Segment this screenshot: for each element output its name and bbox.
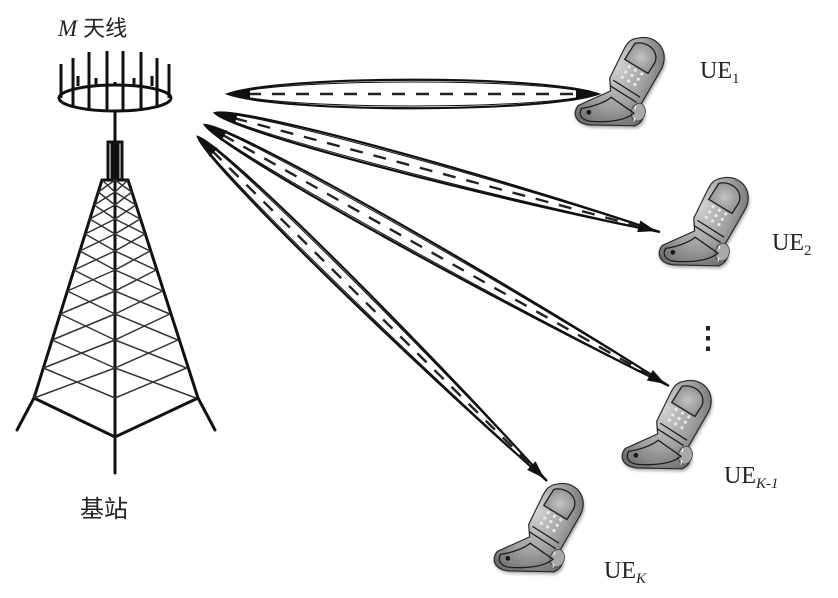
lattice-brace — [43, 339, 116, 369]
lattice-brace — [101, 179, 116, 193]
lattice-brace — [84, 218, 116, 235]
lattice-brace — [67, 269, 116, 292]
lattice-brace — [93, 204, 116, 220]
lattice-brace — [114, 179, 133, 193]
lattice-brace — [114, 367, 197, 399]
lattice-brace — [33, 367, 116, 399]
arrowhead-icon — [208, 126, 228, 142]
ue-label-subscript: 1 — [732, 71, 740, 87]
lattice-brace — [114, 191, 133, 206]
lattice-brace — [114, 204, 141, 220]
beam-lobe-inner — [216, 112, 657, 232]
lattice-brace — [59, 313, 116, 341]
arrowhead-icon — [637, 220, 657, 233]
ue-label-subscript: K-1 — [755, 476, 779, 492]
arrowhead-icon — [646, 369, 666, 385]
ue-k: UEK — [492, 471, 647, 587]
antenna-label-text: 天线 — [83, 17, 127, 42]
ue-label-main: UE — [700, 58, 732, 84]
lattice-brace — [89, 204, 116, 220]
tower-lattice — [33, 179, 197, 399]
ue-2: UE2 — [657, 165, 812, 281]
beam-4 — [196, 135, 548, 482]
beam-lobe — [212, 111, 661, 234]
arrowhead-icon — [576, 88, 594, 100]
base-station-tower-icon — [15, 51, 217, 475]
lattice-brace — [114, 269, 157, 292]
lattice-brace — [114, 250, 151, 271]
lattice-brace — [114, 290, 163, 315]
lattice-brace — [79, 250, 116, 271]
lattice-brace — [51, 339, 116, 369]
beam-lobe — [224, 78, 602, 110]
lattice-brace — [114, 313, 171, 341]
lattice-brace — [59, 290, 116, 315]
antenna-count-variable: M — [57, 16, 79, 41]
lattice-brace — [114, 233, 151, 252]
lattice-brace — [84, 233, 116, 252]
ue-label-subscript: K — [635, 571, 647, 587]
ue-k-minus-1-label: UEK-1 — [724, 463, 779, 492]
beam-3 — [202, 123, 670, 387]
base-station-label: 基站 — [80, 495, 128, 523]
lattice-brace — [114, 250, 157, 271]
beams — [196, 78, 670, 482]
phone-icon — [657, 165, 755, 281]
ue-1: UE1 — [573, 25, 740, 141]
beam-2 — [212, 111, 661, 234]
ue-2-label: UE2 — [772, 230, 812, 259]
beam-dashed-line — [221, 133, 653, 378]
lattice-brace — [114, 179, 129, 193]
lattice-brace — [51, 313, 116, 341]
lattice-brace — [97, 179, 116, 193]
lattice-brace — [114, 218, 141, 235]
lattice-brace — [114, 191, 137, 206]
ellipsis-icon: ⋮ — [693, 322, 723, 355]
lattice-brace — [89, 218, 116, 235]
lattice-brace — [114, 367, 187, 399]
lattice-brace — [114, 339, 187, 369]
ue-label-main: UE — [724, 463, 756, 489]
lattice-brace — [114, 313, 179, 341]
lattice-brace — [114, 290, 171, 315]
ue-label-main: UE — [604, 558, 636, 584]
lattice-brace — [114, 218, 146, 235]
ue-k-label: UEK — [604, 558, 647, 587]
lattice-brace — [114, 269, 163, 292]
arrowhead-icon — [200, 139, 218, 157]
ue-label-main: UE — [772, 230, 804, 256]
lattice-brace — [79, 233, 116, 252]
lattice-brace — [114, 233, 146, 252]
lattice-brace — [73, 250, 116, 271]
lattice-brace — [67, 290, 116, 315]
lattice-brace — [73, 269, 116, 292]
ue-label-subscript: 2 — [804, 243, 812, 259]
ue-k-minus-1: UEK-1 — [620, 368, 779, 492]
lattice-brace — [114, 339, 179, 369]
lattice-brace — [93, 191, 116, 206]
phone-icon — [492, 471, 590, 587]
arrowhead-icon — [218, 112, 238, 125]
lattice-brace — [43, 367, 116, 399]
lattice-brace — [114, 204, 137, 220]
arrowhead-icon — [527, 461, 545, 479]
lattice-brace — [97, 191, 116, 206]
beam-dashed-line — [211, 150, 534, 468]
beam-1 — [224, 78, 602, 110]
arrowhead-icon — [232, 88, 250, 100]
phone-icon — [573, 25, 671, 141]
ue-1-label: UE1 — [700, 58, 740, 87]
beam-lobe-inner — [199, 138, 545, 479]
antenna-array-icon — [57, 51, 173, 113]
beam-lobe-inner — [229, 81, 597, 107]
